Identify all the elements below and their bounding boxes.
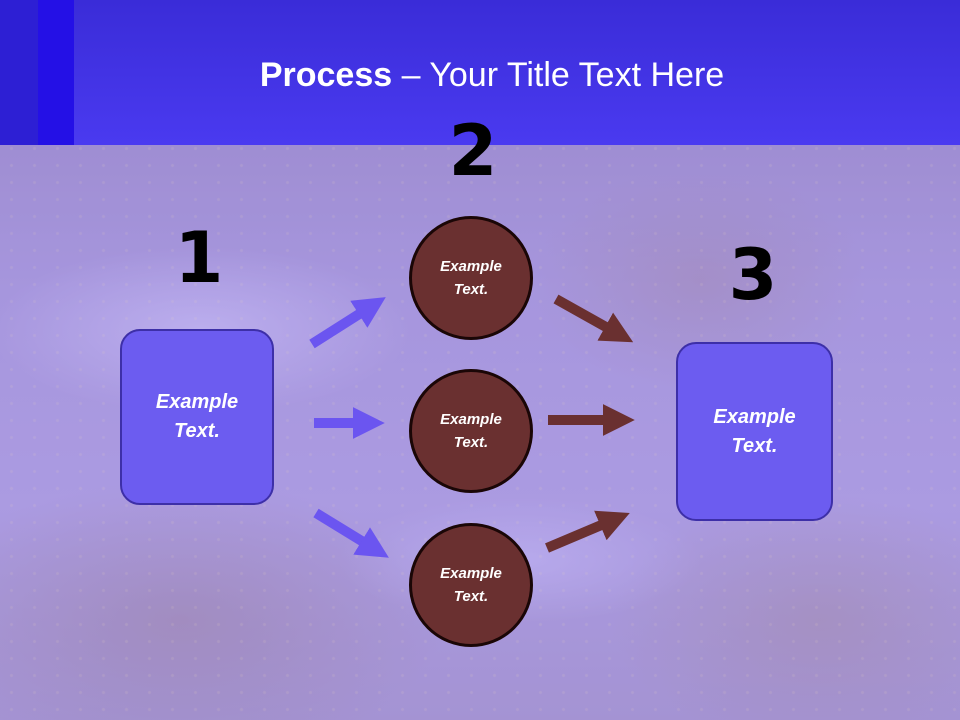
arrow-up-right [309,297,386,349]
circle-text: Example Text. [440,258,502,298]
title-rest-part: – Your Title Text Here [392,56,725,94]
banner-accent-strip [38,0,74,145]
step-2-circle-middle[interactable]: Example Text. [409,369,533,493]
arrow-down-right [313,508,389,558]
arrow-down-right [553,294,634,343]
step-2-circle-top[interactable]: Example Text. [409,216,533,340]
step-number-2: 2 [448,110,498,192]
step-1-text: Example Text. [155,391,239,442]
title-banner: Process – Your Title Text Here [0,0,960,145]
arrow-up-right [545,510,630,553]
step-3-text: Example Text. [713,405,796,457]
slide-title[interactable]: Process – Your Title Text Here [0,52,960,98]
banner-accent-strip [0,0,38,145]
title-bold-part: Process [259,56,393,94]
circle-text: Example Text. [440,411,502,451]
step-1-box[interactable]: Example Text. [120,329,274,505]
step-number-3: 3 [728,234,778,316]
circle-text: Example Text. [440,565,502,605]
step-3-box[interactable]: Example Text. [676,342,833,521]
step-number-1: 1 [174,217,224,299]
step-2-circle-bottom[interactable]: Example Text. [409,523,533,647]
